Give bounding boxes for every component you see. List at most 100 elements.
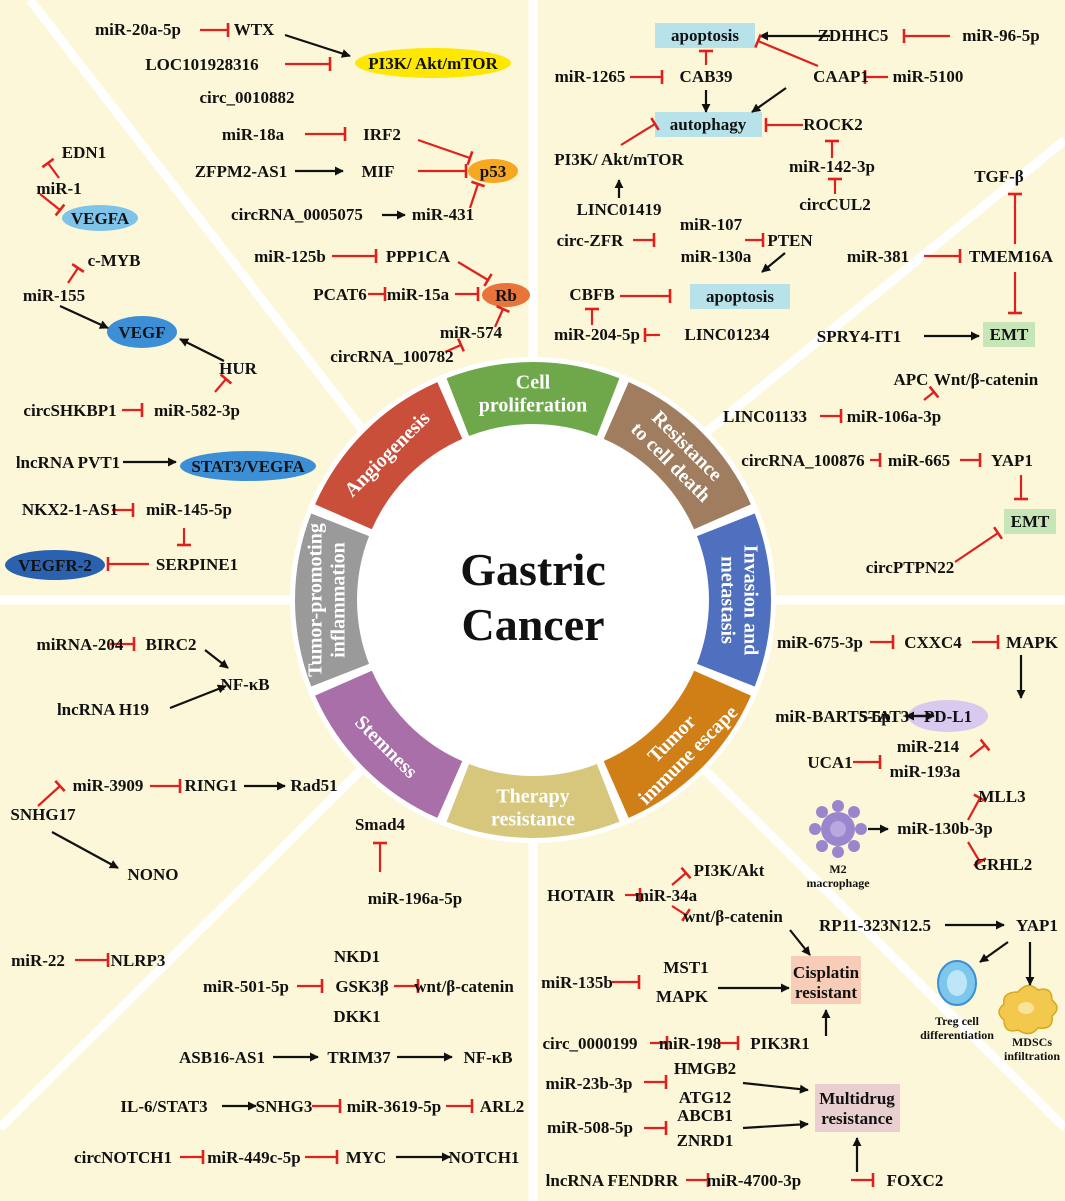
inhibition-bar <box>754 34 762 48</box>
node-label-n101: MAPK <box>1006 633 1059 652</box>
node-label-n43: ROCK2 <box>803 115 863 134</box>
autophagy-box <box>655 112 762 137</box>
inhibition-bar <box>973 857 987 867</box>
inhibition-line <box>417 138 471 160</box>
node-label-n136: RP11-323N12.5 <box>819 916 931 935</box>
node-label-n139: differentiation <box>920 1028 994 1042</box>
inhibition-line <box>620 123 656 146</box>
node-label-n78: NONO <box>128 865 179 884</box>
node-label-n65: circRNA_100876 <box>741 451 864 470</box>
node-label-n75: RING1 <box>185 776 238 795</box>
inhibition-bar <box>483 273 493 287</box>
inhibition-bar <box>496 304 510 314</box>
node-label-n126: HMGB2 <box>674 1059 736 1078</box>
node-label-n128: Multidrug <box>819 1089 895 1108</box>
pd-l1-oval <box>908 700 988 732</box>
node-label-n109: miR-130b-3p <box>897 819 992 838</box>
node-label-n13: miR-125b <box>254 247 326 266</box>
node-label-n104: PD-L1 <box>924 707 972 726</box>
hallmark-segment <box>446 763 620 839</box>
inhibition-line <box>214 378 227 393</box>
hallmark-label-line: Tumor-promoting <box>305 523 327 677</box>
divider-diagonal-bottomright <box>690 755 1065 1132</box>
node-label-n140: MDSCs <box>1012 1035 1052 1049</box>
node-label-n108: MLL3 <box>978 787 1025 806</box>
node-label-n77: SNHG17 <box>10 805 76 824</box>
node-label-n113: PI3K/Akt <box>694 861 765 880</box>
inhibition-bar <box>650 117 660 131</box>
cisplatin-box <box>791 956 861 1004</box>
title-line-1: Gastric <box>460 544 606 595</box>
node-label-n103: STAT3 <box>859 707 909 726</box>
inhibition-bar <box>993 526 1003 540</box>
node-label-n41: miR-5100 <box>893 67 964 86</box>
hallmark-label-line: Cell <box>516 372 551 394</box>
node-label-n111: M2 <box>829 862 846 876</box>
inhibition-line <box>954 532 999 563</box>
node-label-n72: NF-κB <box>220 675 269 694</box>
inhibition-bar <box>680 866 692 880</box>
node-label-n122: circ_0000199 <box>542 1034 637 1053</box>
node-label-n58: TMEM16A <box>969 247 1054 266</box>
node-label-n49: circ-ZFR <box>557 231 624 250</box>
node-label-n44: PI3K/ Akt/mTOR <box>554 150 684 169</box>
node-label-n52: CBFB <box>569 285 614 304</box>
node-label-n112: macrophage <box>806 876 870 890</box>
inhibition-bar <box>928 385 940 399</box>
vegfr2-oval <box>5 550 105 580</box>
node-label-n96: miR-449c-5p <box>207 1148 300 1167</box>
activation-arrow <box>51 831 119 869</box>
activation-arrow <box>742 1120 809 1130</box>
node-label-n120: Cisplatin <box>793 963 860 982</box>
inhibition-bar <box>54 203 66 217</box>
node-label-n18: miR-574 <box>440 323 503 342</box>
inhibition-line <box>39 193 61 211</box>
node-label-n21: miR-1 <box>36 179 81 198</box>
node-label-n33: VEGFR-2 <box>18 556 92 575</box>
node-label-n84: miR-501-5p <box>203 977 289 996</box>
divider-diagonal-topleft <box>26 0 376 445</box>
inhibition-bar <box>681 908 691 922</box>
node-label-n39: CAAP1 <box>813 67 869 86</box>
node-label-n79: miR-22 <box>11 951 65 970</box>
node-label-n82: miR-196a-5p <box>368 889 462 908</box>
node-label-n42: autophagy <box>670 115 747 134</box>
node-label-n17: Rb <box>495 286 517 305</box>
node-label-n19: circRNA_100782 <box>330 347 453 366</box>
hallmark-label-line: resistance <box>491 809 575 831</box>
title-line-2: Cancer <box>461 599 604 650</box>
node-label-n40: miR-1265 <box>555 67 626 86</box>
activation-arrow <box>59 305 109 329</box>
activation-arrow <box>169 684 227 710</box>
node-label-n85: GSK3β <box>335 977 388 996</box>
activation-arrow <box>761 252 786 273</box>
node-label-n97: MYC <box>346 1148 387 1167</box>
node-label-n56: TGF-β <box>974 167 1024 186</box>
node-label-n92: SNHG3 <box>256 1097 313 1116</box>
node-label-n127: ATG12 <box>679 1088 732 1107</box>
inhibition-bar <box>979 738 991 752</box>
node-label-n135: FOXC2 <box>887 1171 944 1190</box>
node-label-n29: lncRNA PVT1 <box>16 453 120 472</box>
node-label-n124: PIK3R1 <box>750 1034 810 1053</box>
node-label-n36: ZDHHC5 <box>818 26 889 45</box>
hallmark-segment <box>295 513 370 687</box>
node-label-n132: ZNRD1 <box>677 1131 734 1150</box>
node-label-n26: HUR <box>219 359 258 378</box>
inhibition-line <box>967 797 981 821</box>
hallmark-segment <box>696 513 772 687</box>
inhibition-bar <box>54 779 66 793</box>
node-label-n57: miR-381 <box>847 247 909 266</box>
node-label-n70: miRNA-204 <box>37 635 124 654</box>
inhibition-line <box>67 267 79 284</box>
activation-arrow <box>751 87 787 113</box>
node-label-n87: DKK1 <box>333 1007 380 1026</box>
node-label-n60: EMT <box>990 325 1029 344</box>
activation-arrow <box>284 33 351 58</box>
inhibition-line <box>493 308 505 328</box>
node-label-n94: ARL2 <box>480 1097 524 1116</box>
multidrug-box <box>815 1084 900 1132</box>
